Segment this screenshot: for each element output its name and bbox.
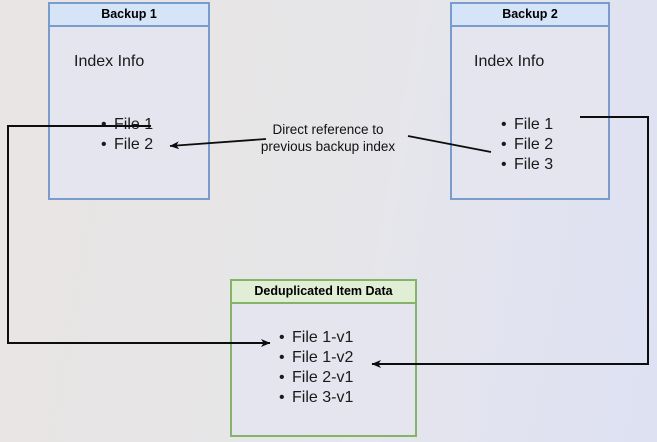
node-backup-1-body: Index Info File 1 File 2 xyxy=(50,27,208,198)
node-backup-2-file-list: File 1 File 2 File 3 xyxy=(500,115,553,175)
edge-label-direct-reference: Direct reference to previous backup inde… xyxy=(248,121,408,155)
node-backup-2[interactable]: Backup 2 Index Info File 1 File 2 File 3 xyxy=(450,2,610,200)
list-item: File 1 xyxy=(501,115,553,135)
list-item: File 1 xyxy=(101,115,153,135)
node-deduplicated-item-data-body: File 1-v1 File 1-v2 File 2-v1 File 3-v1 xyxy=(232,304,415,435)
node-backup-2-body-title: Index Info xyxy=(474,53,545,70)
node-backup-1-header: Backup 1 xyxy=(50,4,208,27)
list-item: File 2 xyxy=(101,135,153,155)
list-item: File 1-v2 xyxy=(279,348,353,368)
node-backup-1-body-title: Index Info xyxy=(74,53,145,70)
node-backup-1[interactable]: Backup 1 Index Info File 1 File 2 xyxy=(48,2,210,200)
node-deduplicated-item-data-file-list: File 1-v1 File 1-v2 File 2-v1 File 3-v1 xyxy=(278,328,353,408)
list-item: File 2-v1 xyxy=(279,368,353,388)
node-backup-2-body: Index Info File 1 File 2 File 3 xyxy=(452,27,608,198)
node-deduplicated-item-data-header: Deduplicated Item Data xyxy=(232,281,415,304)
node-deduplicated-item-data[interactable]: Deduplicated Item Data File 1-v1 File 1-… xyxy=(230,279,417,437)
node-backup-2-header: Backup 2 xyxy=(452,4,608,27)
list-item: File 1-v1 xyxy=(279,328,353,348)
edge-label-line-2: previous backup index xyxy=(260,139,396,154)
list-item: File 3 xyxy=(501,155,553,175)
list-item: File 3-v1 xyxy=(279,388,353,408)
node-backup-1-file-list: File 1 File 2 xyxy=(100,115,153,155)
edge-label-line-1: Direct reference to xyxy=(272,122,384,137)
list-item: File 2 xyxy=(501,135,553,155)
